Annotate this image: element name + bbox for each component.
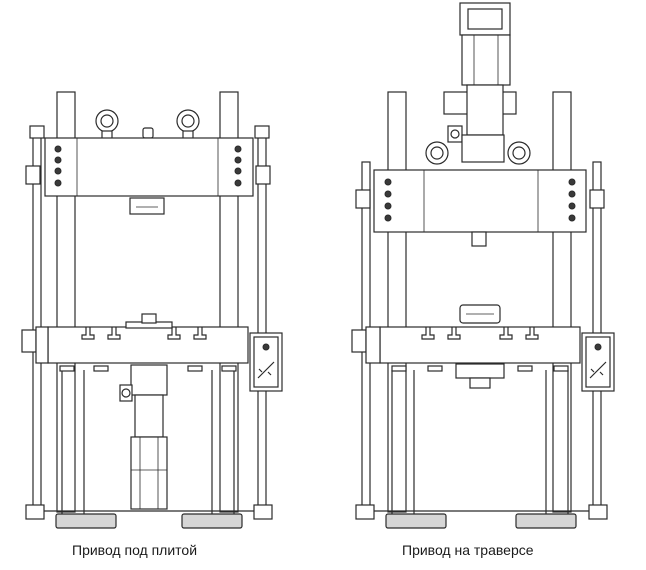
ejector-block (455, 363, 505, 379)
control-lever-icon (257, 361, 275, 379)
lifting-eye-hole (512, 146, 526, 160)
lifting-eye-hole (100, 114, 114, 128)
cylinder-rod-housing (466, 84, 504, 136)
base-pad (385, 513, 447, 529)
lifting-eye-hole (430, 146, 444, 160)
press-drive-under-plate (21, 91, 283, 529)
frame-post-left (32, 129, 42, 511)
lifting-eye-hole (181, 114, 195, 128)
foot (253, 504, 273, 520)
foot (355, 504, 375, 520)
top-nipple (142, 127, 154, 139)
frame-post-right (257, 129, 267, 511)
side-bracket (355, 189, 371, 209)
caption-drive-under-plate: Привод под плитой (72, 542, 198, 558)
control-lever-icon (589, 361, 607, 379)
table-plate (379, 326, 581, 364)
emergency-stop-icon (262, 343, 270, 351)
foot (588, 504, 608, 520)
base-pad (181, 513, 243, 529)
base-pad (55, 513, 117, 529)
table-side-bracket (351, 329, 367, 353)
frame-post-cap (29, 125, 45, 139)
table-plate (47, 326, 249, 364)
side-bracket (255, 165, 271, 185)
top-crosshead (373, 169, 587, 233)
top-cylinder-body (461, 34, 511, 86)
frame-post-cap (254, 125, 270, 139)
cylinder-barrel (130, 436, 168, 510)
foot (25, 504, 45, 520)
caption-drive-on-crosshead: Привод на траверсе (402, 542, 534, 558)
cylinder-body (134, 394, 164, 438)
side-bracket (25, 165, 41, 185)
emergency-stop-icon (594, 343, 602, 351)
ram-rod (471, 231, 487, 247)
table-side-bracket (21, 329, 37, 353)
upper-tool (129, 197, 165, 215)
base-pad (515, 513, 577, 529)
column-left (387, 91, 407, 513)
top-crosshead (44, 137, 254, 197)
side-bracket (589, 189, 605, 209)
cylinder-head (130, 364, 168, 396)
press-drive-on-crosshead (351, 2, 615, 529)
